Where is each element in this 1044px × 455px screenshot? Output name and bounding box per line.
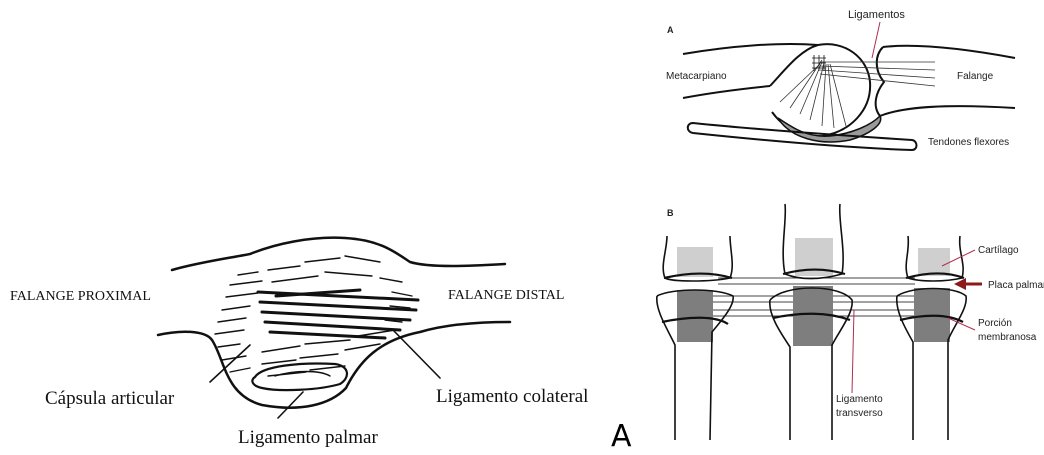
cartilage-block-3 — [918, 248, 950, 276]
label-flexor-tendons: Tendones flexores — [928, 137, 1009, 148]
capsule-top-outline — [172, 238, 505, 270]
mcp-joint-1 — [657, 236, 733, 440]
label-cartilage: Cartílago — [978, 245, 1019, 256]
label-membranous-line1: Porción — [978, 318, 1012, 329]
palmar-plate-arrow — [954, 278, 982, 290]
label-transverse-line1: Ligamento — [836, 394, 883, 405]
leader-membranous — [948, 318, 975, 330]
label-palmar-plate: Placa palmar — [988, 280, 1044, 291]
label-ligaments: Ligamentos — [848, 9, 905, 21]
cartilage-block-1 — [677, 247, 713, 277]
plate-block-2 — [793, 286, 833, 346]
metacarpal-bottom-edge — [683, 86, 770, 98]
label-phalanx: Falange — [957, 71, 994, 82]
volar-plate — [778, 116, 881, 142]
leader-palmar — [278, 392, 303, 418]
mcp-joint-3 — [897, 236, 966, 440]
label-metacarpal: Metacarpiano — [666, 71, 727, 82]
label-transverse-line2: transverso — [836, 408, 883, 419]
label-proximal-phalanx: FALANGE PROXIMAL — [10, 289, 151, 304]
label-joint-capsule: Cápsula articular — [45, 388, 175, 409]
panel-b-letter: B — [667, 208, 674, 218]
label-distal-phalanx: FALANGE DISTAL — [448, 288, 564, 303]
phalanx-base — [876, 47, 884, 116]
leader-collateral — [393, 330, 440, 378]
ligament-origin-hatch — [812, 55, 826, 71]
panel-a-drawing — [683, 44, 1015, 150]
metacarpal-top-edge — [683, 44, 818, 54]
plate-block-1 — [677, 290, 713, 342]
phalanx-bottom-edge — [880, 106, 1015, 116]
label-palmar-ligament: Ligamento palmar — [238, 427, 378, 448]
leader-transverse — [852, 310, 854, 393]
panel-a-letter: A — [667, 25, 674, 35]
phalanx-top-edge — [883, 46, 1015, 58]
label-membranous-line2: membranosa — [978, 332, 1037, 343]
figure-tag: A — [611, 422, 632, 452]
label-collateral-ligament: Ligamento colateral — [436, 386, 588, 407]
